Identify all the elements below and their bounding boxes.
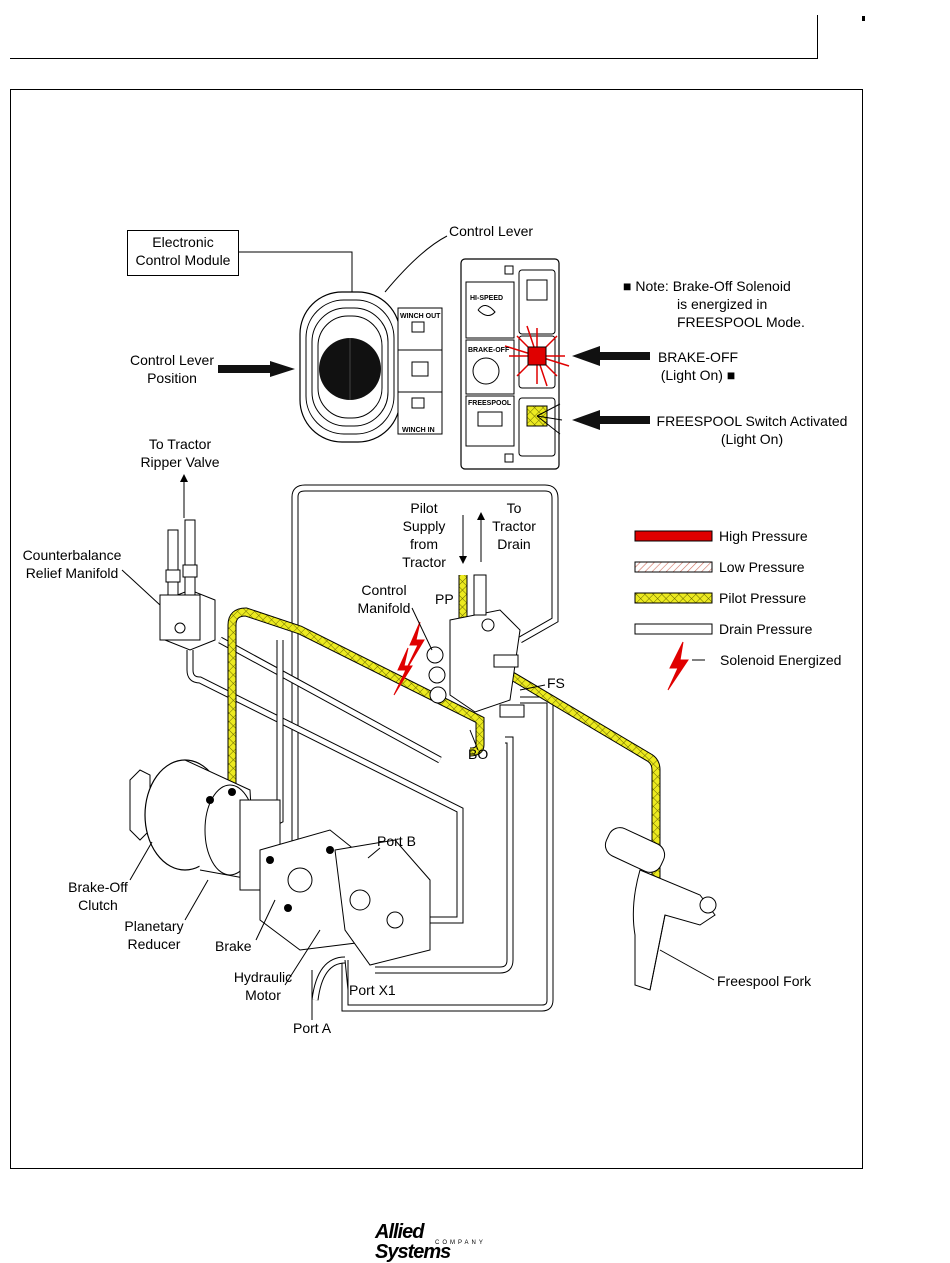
port-a-label: Port A <box>293 1020 332 1036</box>
ripper-valve-label: To Tractor Ripper Valve <box>140 436 220 470</box>
control-lever-label: Control Lever <box>449 223 534 239</box>
winch-assembly-graphic <box>129 759 431 966</box>
freespool-fork-graphic <box>604 827 717 991</box>
ecm-line-2: Control Module <box>135 252 231 268</box>
freespool-switch-label: FREESPOOL Switch Activated (Light On) <box>656 413 848 447</box>
freespool-light-icon <box>526 403 563 435</box>
panel-winch-in: WINCH IN <box>402 427 435 434</box>
header-mark <box>862 16 865 21</box>
lever-position-label: Control Lever Position <box>129 352 215 386</box>
brake-off-arrow <box>572 346 650 366</box>
control-lever-graphic <box>299 291 443 443</box>
pilot-supply-label: Pilot Supply from Tractor <box>402 500 446 570</box>
ecm-box: Electronic Control Module <box>127 230 239 276</box>
panel-winch-out: WINCH OUT <box>400 313 441 320</box>
solenoid-bolts <box>393 621 425 696</box>
port-b-label: Port B <box>377 833 416 849</box>
freespool-fork-label: Freespool Fork <box>717 973 812 989</box>
pp-label: PP <box>435 591 454 607</box>
note-block: ■ Note: Brake-Off Solenoid is energized … <box>623 278 805 330</box>
panel-hi-speed: HI-SPEED <box>470 295 503 302</box>
label-leaders <box>121 569 715 1020</box>
pilot-lines <box>227 575 661 880</box>
panel-freespool: FREESPOOL <box>468 400 512 407</box>
panel-brake-off: BRAKE-OFF <box>468 347 510 354</box>
ecm-cable <box>237 251 353 292</box>
legend-solenoid-energized: Solenoid Energized <box>720 652 842 668</box>
ecm-line-1: Electronic <box>152 234 214 250</box>
fs-label: FS <box>547 675 565 691</box>
counterbalance-manifold-graphic <box>159 519 216 651</box>
bo-label: BO <box>468 746 489 762</box>
brake-off-light-label: BRAKE-OFF (Light On) ■ <box>657 349 739 383</box>
counterbalance-label: Counterbalance Relief Manifold <box>22 547 122 581</box>
diagram-frame <box>10 89 863 1169</box>
lever-position-arrow <box>218 361 295 377</box>
legend-swatches <box>634 530 713 691</box>
hydraulic-motor-label: Hydraulic Motor <box>233 969 293 1003</box>
brake-label: Brake <box>215 938 252 954</box>
legend-low-pressure: Low Pressure <box>719 559 805 575</box>
control-lever-leader <box>384 235 448 293</box>
planetary-reducer-label: Planetary Reducer <box>124 918 184 952</box>
logo-sub: COMPANY <box>435 1240 486 1246</box>
header-rule <box>10 58 817 59</box>
header-divider <box>817 15 818 59</box>
tractor-drain-label: To Tractor Drain <box>492 500 536 552</box>
control-manifold-label: Control Manifold <box>357 582 411 616</box>
freespool-arrow <box>572 410 650 430</box>
allied-systems-logo: Allied Systems COMPANY <box>375 1222 490 1262</box>
brake-off-clutch-label: Brake-Off Clutch <box>68 879 128 913</box>
legend-high-pressure: High Pressure <box>719 528 808 544</box>
port-x1-label: Port X1 <box>349 982 396 998</box>
legend-drain-pressure: Drain Pressure <box>719 621 813 637</box>
brake-off-light-icon <box>504 325 570 387</box>
legend-pilot-pressure: Pilot Pressure <box>719 590 807 606</box>
control-manifold-graphic <box>426 574 525 718</box>
